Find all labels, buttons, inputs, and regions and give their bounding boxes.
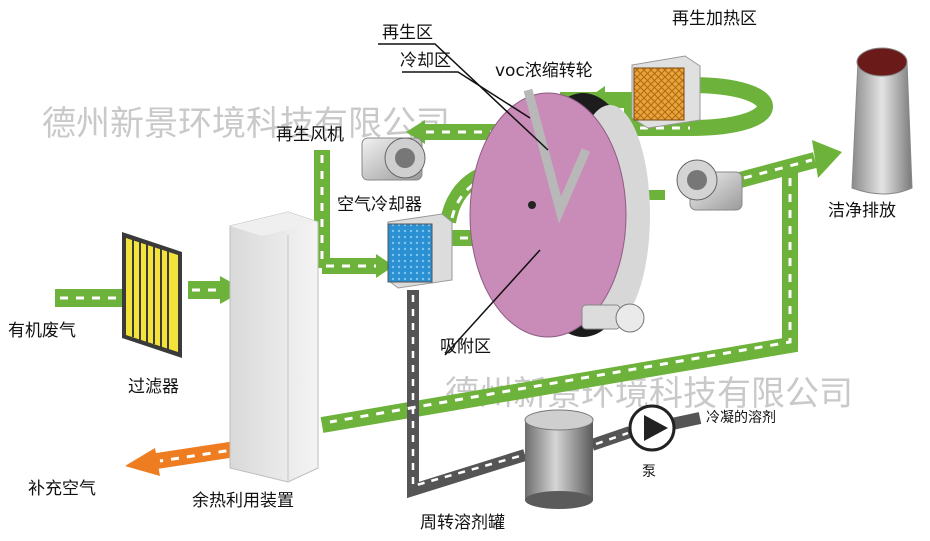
leader-lines xyxy=(378,43,549,356)
watermark-top: 德州新景环境科技有限公司 xyxy=(42,104,450,144)
filter-unit xyxy=(122,232,182,358)
label-cooling-zone: 冷却区 xyxy=(400,51,451,71)
label-clean-exhaust: 洁净排放 xyxy=(828,201,896,221)
arrow-to-cooler xyxy=(376,254,394,278)
label-adsorption-zone: 吸附区 xyxy=(440,337,491,357)
voc-wheel xyxy=(469,88,650,338)
label-regen-fan: 再生风机 xyxy=(276,125,344,145)
pump xyxy=(628,404,676,452)
solvent-tank xyxy=(524,409,594,509)
flow-dashes xyxy=(60,126,813,424)
label-heat-recovery: 余热利用装置 xyxy=(192,491,294,511)
label-regen-zone: 再生区 xyxy=(382,23,433,43)
exhaust-stack xyxy=(851,47,913,195)
flow-dashes-dark xyxy=(411,295,629,488)
regen-fan xyxy=(361,137,426,181)
heat-recovery-unit xyxy=(229,211,319,483)
label-regen-heat-zone: 再生加热区 xyxy=(672,9,757,29)
arrow-supplement-air xyxy=(125,448,160,476)
label-condensed-solvent: 冷凝的溶剂 xyxy=(706,410,776,426)
air-cooler xyxy=(387,213,453,289)
label-air-cooler: 空气冷却器 xyxy=(337,195,422,215)
labels: 再生区 冷却区 voc浓缩转轮 再生加热区 再生风机 空气冷却器 洁净排放 有机… xyxy=(8,9,896,533)
label-organic-waste-gas: 有机废气 xyxy=(8,321,76,341)
arrow-exhaust xyxy=(812,140,842,178)
label-solvent-tank: 周转溶剂罐 xyxy=(420,513,505,533)
main-fan xyxy=(676,159,743,211)
arrow-regen-to-fan xyxy=(406,120,425,144)
label-pump: 泵 xyxy=(642,464,656,480)
label-voc-wheel: voc浓缩转轮 xyxy=(495,61,593,81)
regen-heater xyxy=(631,55,701,129)
label-filter: 过滤器 xyxy=(128,377,179,397)
label-supplementary-air: 补充空气 xyxy=(28,479,96,499)
